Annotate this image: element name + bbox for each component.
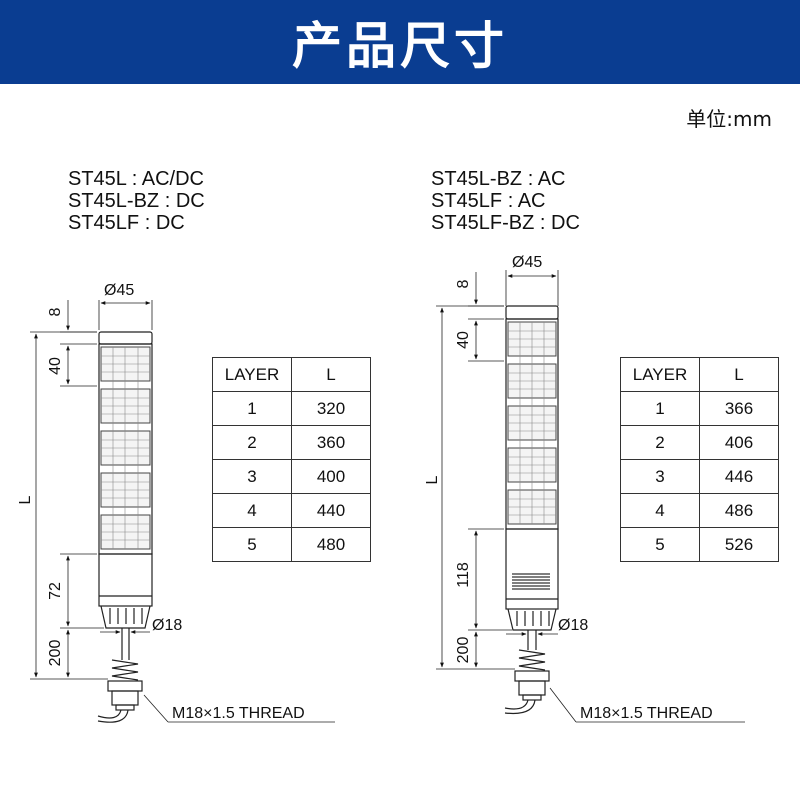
right-diameter-label: Ø45 [512,254,542,271]
page-title: 产品尺寸 [292,17,508,75]
right-cable-dim: 200 [455,637,472,664]
table-cell: 3 [212,459,292,494]
table-cell: 486 [699,493,779,528]
left-diameter-label: Ø45 [104,282,134,299]
right-cable-diameter-label: Ø18 [558,617,588,634]
right-tower-light [504,270,559,715]
table-cell: 446 [699,459,779,494]
header-banner: 产品尺寸 [0,0,800,84]
table-cell: 406 [699,425,779,460]
table-cell: 526 [699,527,779,562]
right-dimension-lines [436,272,745,723]
table-cell: 1 [212,391,292,426]
left-dimension-lines [30,300,335,723]
table-cell: 2 [212,425,292,460]
table-cell: 320 [291,391,371,426]
table-cell: 1 [620,391,700,426]
right-thread-label: M18×1.5 THREAD [580,705,713,722]
table-header-layer: LAYER [620,357,700,392]
table-cell: 400 [291,459,371,494]
right-L-dim: L [424,475,441,484]
table-cell: 4 [620,493,700,528]
right-model-list: ST45L-BZ : AC ST45LF : AC ST45LF-BZ : DC [431,168,580,234]
left-model-3: ST45LF : DC [68,212,185,234]
table-cell: 366 [699,391,779,426]
table-cell: 480 [291,527,371,562]
right-model-1: ST45L-BZ : AC [431,168,566,190]
left-cable-dim: 200 [47,640,64,667]
table-cell: 2 [620,425,700,460]
left-model-1: ST45L : AC/DC [68,168,204,190]
right-base-dim: 118 [455,562,472,588]
table-header-layer: LAYER [212,357,292,392]
table-cell: 3 [620,459,700,494]
table-header-l: L [699,357,779,392]
left-base-dim: 72 [47,582,64,600]
table-cell: 5 [620,527,700,562]
table-cell: 5 [212,527,292,562]
left-L-dim: L [17,495,34,504]
table-cell: 440 [291,493,371,528]
left-cable-diameter-label: Ø18 [152,617,182,634]
table-cell: 4 [212,493,292,528]
left-top-dim: 8 [47,307,64,316]
right-buzzer-grille [512,573,550,590]
right-model-2: ST45LF : AC [431,190,546,212]
left-thread-label: M18×1.5 THREAD [172,705,305,722]
left-tower-light [97,300,153,723]
left-model-2: ST45L-BZ : DC [68,190,205,212]
right-tier-dim: 40 [455,331,472,349]
table-header-row: LAYER L [620,357,779,392]
table-cell: 360 [291,425,371,460]
unit-label: 单位:mm [686,107,772,131]
table-header-row: LAYER L [212,357,371,392]
left-model-list: ST45L : AC/DC ST45L-BZ : DC ST45LF : DC [68,168,205,234]
right-top-dim: 8 [455,279,472,288]
left-tier-dim: 40 [47,357,64,375]
right-model-3: ST45LF-BZ : DC [431,212,580,234]
table-header-l: L [291,357,371,392]
